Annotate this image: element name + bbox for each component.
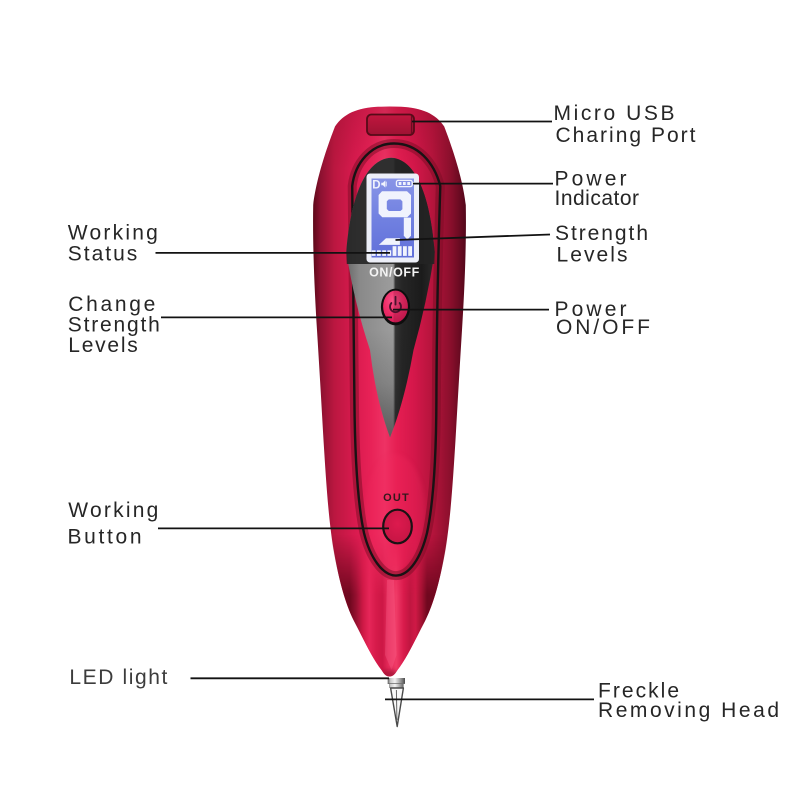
svg-text:Micro USB: Micro USB bbox=[554, 102, 675, 125]
svg-text:Strength: Strength bbox=[555, 222, 648, 245]
svg-text:Working: Working bbox=[68, 499, 158, 522]
svg-text:Removing Head: Removing Head bbox=[598, 699, 779, 722]
svg-text:Status: Status bbox=[68, 243, 138, 266]
svg-text:LED light: LED light bbox=[69, 666, 167, 689]
svg-text:Levels: Levels bbox=[557, 244, 628, 267]
svg-text:Power: Power bbox=[555, 298, 627, 321]
svg-text:Power: Power bbox=[555, 167, 627, 190]
svg-text:ON/OFF: ON/OFF bbox=[556, 316, 650, 339]
svg-text:ON/OFF: ON/OFF bbox=[369, 266, 420, 280]
svg-text:D: D bbox=[372, 179, 380, 191]
svg-text:Charing Port: Charing Port bbox=[556, 124, 696, 147]
svg-text:OUT: OUT bbox=[383, 492, 410, 504]
svg-text:Indicator: Indicator bbox=[555, 187, 640, 210]
svg-text:Change: Change bbox=[68, 293, 155, 316]
svg-text:Levels: Levels bbox=[68, 334, 138, 357]
svg-text:Strength: Strength bbox=[68, 314, 160, 337]
svg-text:Button: Button bbox=[68, 526, 142, 549]
svg-text:Working: Working bbox=[68, 222, 158, 245]
